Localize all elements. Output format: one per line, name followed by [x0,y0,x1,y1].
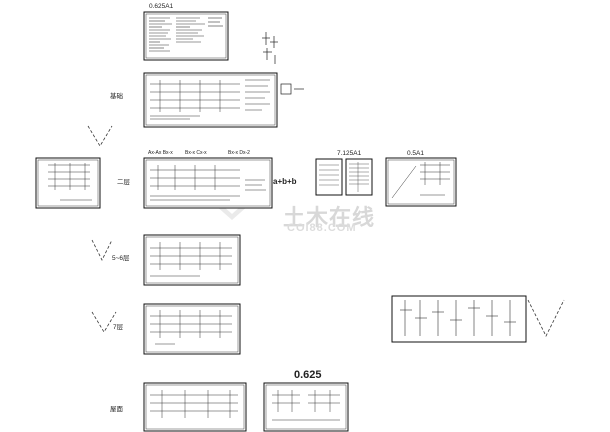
floor-label-foundation: 基础 [110,93,123,100]
v-marker-left-2 [91,239,113,261]
sheet-roof-details[interactable] [263,382,349,432]
column-label-c: Bx-x Dx-2 [228,150,250,156]
sheet-table-b[interactable] [345,158,373,196]
sheet-roof[interactable] [143,382,247,432]
sheet-table-a[interactable] [315,158,343,196]
sheet-column-details[interactable] [391,295,527,343]
floor-label-second: 二层 [117,179,130,186]
sheet-foundation[interactable] [143,72,278,128]
sheet-second-floor[interactable] [143,157,273,209]
detail-box-foundation [280,83,304,95]
v-marker-left-3 [91,311,117,333]
combine-label: a+b+b [273,177,297,186]
scale-label-mid-1: 7.125A1 [337,150,362,157]
column-label-a: Ax-Ax Bx-x [148,150,173,156]
sheet-floor-7[interactable] [143,303,241,355]
floor-label-5-6: 5~6层 [112,255,130,262]
scale-label-top: 0.625A1 [149,3,174,10]
sheet-stair-detail[interactable] [385,157,457,207]
v-marker-left-1 [87,125,113,147]
column-label-b: Bx-x Cx-x [185,150,207,156]
watermark-subtext: COI88.COM [287,222,357,234]
detail-cluster-top [262,32,278,64]
scale-label-bottom: 0.625 [294,369,322,381]
v-marker-right [527,299,565,337]
sheet-schedule[interactable] [143,11,229,61]
floor-label-roof: 屋面 [110,406,123,413]
floor-label-7: 7层 [113,324,124,331]
sheet-floor-5-6[interactable] [143,234,241,286]
sheet-left-elevation[interactable] [35,157,101,209]
scale-label-mid-2: 0.5A1 [407,150,424,157]
watermark-text: 土木在线 [283,205,376,230]
